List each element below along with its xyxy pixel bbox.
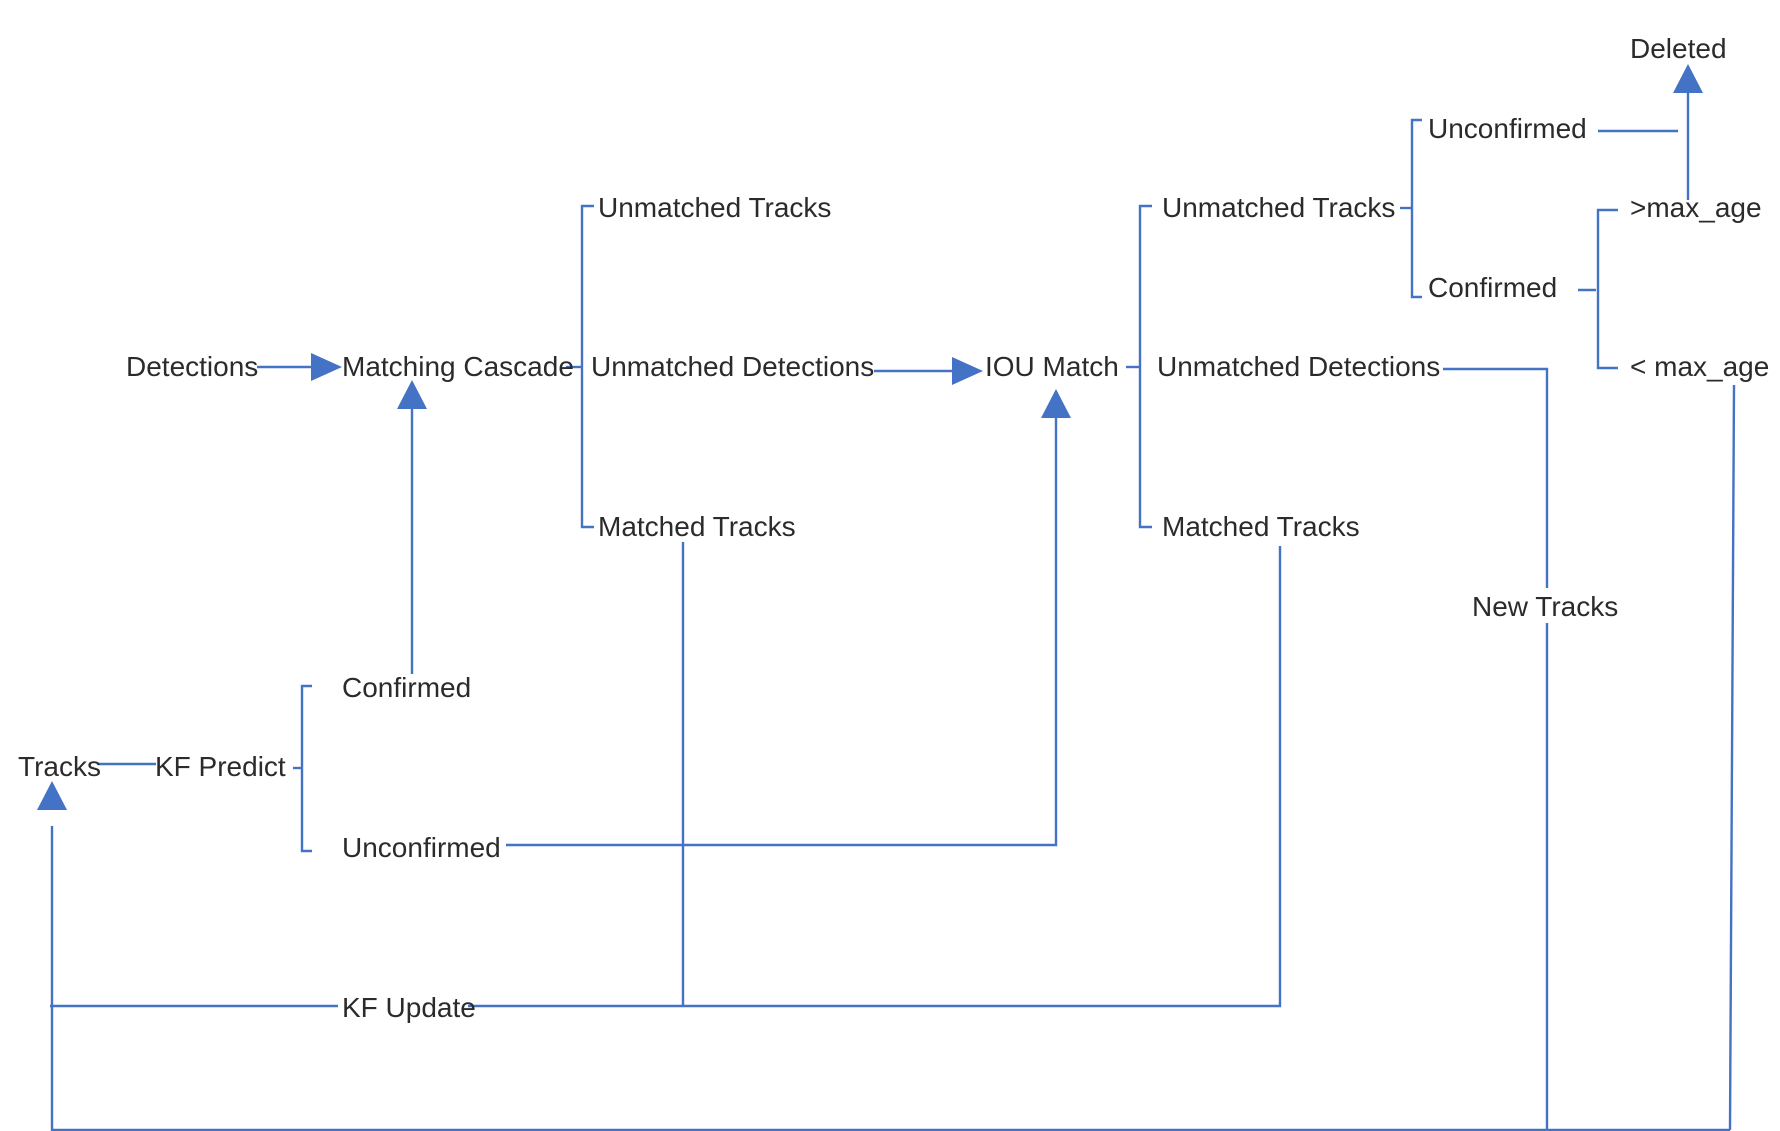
node-confirmed-state: Confirmed: [1428, 272, 1557, 303]
node-new-tracks: New Tracks: [1472, 591, 1618, 622]
node-predict-unconfirmed: Unconfirmed: [342, 832, 501, 863]
labels: Detections Matching Cascade Unmatched Tr…: [18, 33, 1769, 1023]
predict-bracket: [300, 684, 312, 853]
iou-output-bracket: [1138, 204, 1152, 529]
cascade-output-bracket: [580, 204, 594, 529]
node-cascade-matched-tracks: Matched Tracks: [598, 511, 796, 542]
arrowhead-up-to-tracks: [37, 781, 67, 810]
edge-bottom-return: [50, 826, 1730, 1131]
age-bracket: [1596, 208, 1618, 370]
arrowhead-into-iou: [952, 357, 983, 385]
node-gt-max-age: >max_age: [1630, 192, 1762, 223]
node-tracks: Tracks: [18, 751, 101, 782]
edge-iou-matched-to-update: [468, 546, 1282, 1008]
node-lt-max-age: < max_age: [1630, 351, 1769, 382]
node-detections: Detections: [126, 351, 258, 382]
node-unconfirmed-state: Unconfirmed: [1428, 113, 1587, 144]
track-state-bracket: [1410, 118, 1422, 299]
edge-lt-max-age-down: [1728, 384, 1736, 1131]
arrowhead-up-to-cascade: [397, 380, 427, 409]
node-cascade-unmatched-tracks: Unmatched Tracks: [598, 192, 831, 223]
arrowhead-into-cascade: [311, 353, 342, 381]
node-cascade-unmatched-detections: Unmatched Detections: [591, 351, 874, 382]
arrowheads: [37, 64, 1703, 810]
edge-unmatched-detections-to-new-tracks: [1443, 367, 1549, 588]
node-predict-confirmed: Confirmed: [342, 672, 471, 703]
node-kf-predict: KF Predict: [155, 751, 286, 782]
node-iou-unmatched-detections: Unmatched Detections: [1157, 351, 1440, 382]
node-iou-matched-tracks: Matched Tracks: [1162, 511, 1360, 542]
node-iou-unmatched-tracks: Unmatched Tracks: [1162, 192, 1395, 223]
edge-unconfirmed-to-iou: [506, 416, 1058, 847]
node-matching-cascade: Matching Cascade: [342, 351, 574, 382]
connectors: [50, 92, 1736, 1131]
node-iou-match: IOU Match: [985, 351, 1119, 382]
node-kf-update: KF Update: [342, 992, 476, 1023]
arrowhead-up-to-deleted: [1673, 64, 1703, 93]
node-deleted: Deleted: [1630, 33, 1727, 64]
arrowhead-up-to-iou: [1041, 389, 1071, 418]
